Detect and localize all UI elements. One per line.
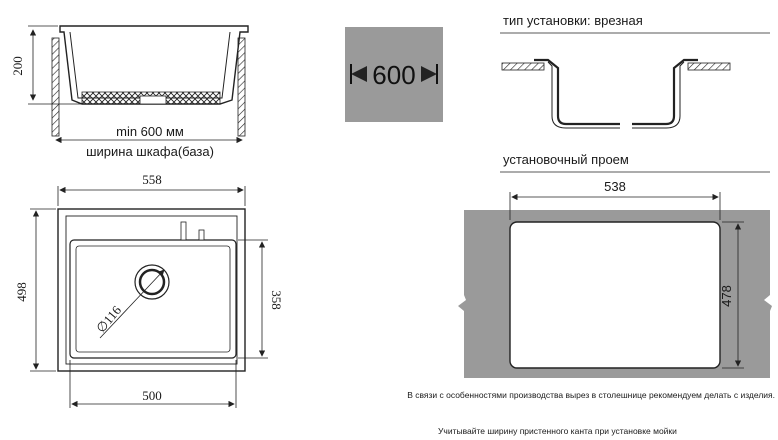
overflow-slot: [180, 221, 187, 241]
sink-inner-profile: [69, 31, 231, 99]
outer-height-label: 498: [14, 282, 29, 302]
drain-outlet: [139, 95, 167, 105]
cutout-width-label: 538: [604, 179, 626, 194]
cabinet-badge-value: 600: [372, 60, 415, 90]
install-type-panel: тип установки: врезная: [500, 13, 770, 129]
cabinet-wall-right: [237, 37, 246, 137]
countertop-left: [501, 62, 545, 71]
drain-diameter-label: ∅116: [93, 302, 124, 335]
bowl-width-label: 500: [142, 388, 162, 403]
install-type-label: тип установки: врезная: [503, 13, 643, 28]
cabinet-wall-left: [51, 37, 60, 137]
cutout-title: установочный проем: [503, 152, 629, 167]
sink-outer-rim: [57, 208, 246, 372]
sink-section-left: [534, 58, 620, 126]
cutout-panel: установочный проем 538 478 В связи с осо…: [407, 152, 775, 400]
bowl-height-label: 358: [269, 290, 284, 310]
cutout-note: В связи с особенностями производства выр…: [407, 390, 775, 400]
cabinet-width-label: ширина шкафа(база): [86, 144, 214, 159]
drain-leader: [99, 269, 165, 339]
top-view: 558 ∅116 498 358 500: [14, 172, 284, 408]
countertop-right: [687, 62, 731, 71]
bowl-inner-outline: [75, 245, 231, 353]
drain-inner: [138, 268, 166, 296]
height-dim-label: 200: [10, 56, 25, 76]
cutout-hole: [509, 221, 721, 369]
sink-section-right: [632, 58, 698, 126]
sink-rim-inner: [65, 215, 238, 365]
bowl-outline: [69, 239, 237, 359]
cabinet-badge: 600: [345, 27, 443, 122]
cutout-height-label: 478: [719, 285, 734, 307]
cabinet-min-label: min 600 мм: [116, 124, 184, 139]
footer-note: Учитывайте ширину пристенного канта при …: [438, 426, 677, 436]
drain-outer: [134, 264, 170, 300]
outer-width-label: 558: [142, 172, 162, 187]
side-view: 200 min 600 мм ширина шкафа(база): [10, 25, 249, 159]
tap-hole: [198, 229, 205, 241]
